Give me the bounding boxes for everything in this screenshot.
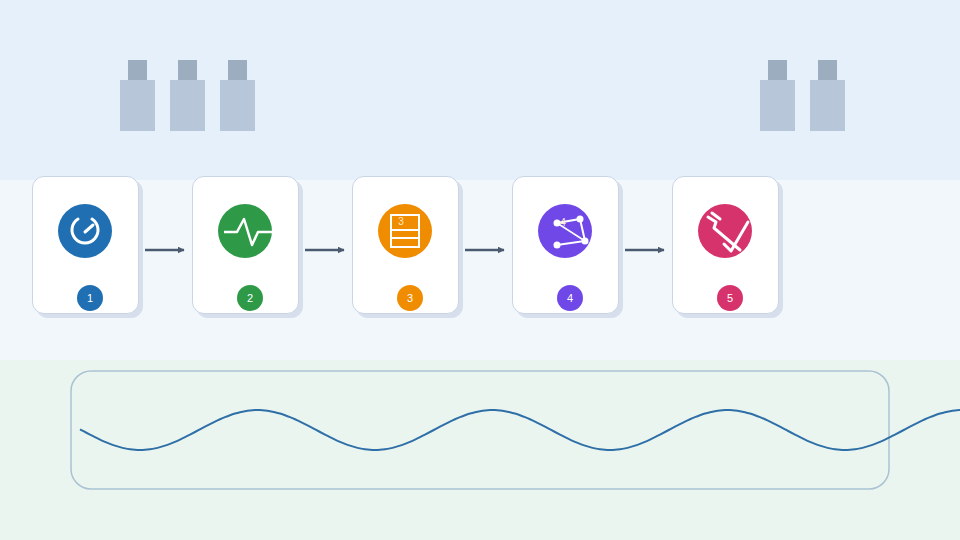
- flow-arrow: [625, 249, 664, 252]
- bottle-group: [120, 60, 845, 131]
- bottle-cap: [128, 60, 147, 81]
- bottle-body: [760, 80, 795, 131]
- process-card: 1: [32, 176, 139, 314]
- tools-icon: [698, 204, 752, 258]
- bottom-band: [0, 360, 960, 540]
- pulse-icon: [218, 204, 273, 258]
- graph-icon: [538, 204, 592, 258]
- number-badge: 5: [717, 285, 743, 311]
- bottle-cap: [818, 60, 837, 81]
- gauge-icon: [58, 204, 112, 258]
- bottle-body: [170, 80, 205, 131]
- bottle-cap: [768, 60, 787, 81]
- bottle-cap: [228, 60, 247, 81]
- flow-arrow: [145, 249, 184, 252]
- bottle-body: [810, 80, 845, 131]
- bottle-body: [120, 80, 155, 131]
- step-number: 5: [727, 293, 733, 304]
- bottle-body: [220, 80, 255, 131]
- number-badge: 1: [77, 285, 103, 311]
- process-card: 5: [672, 176, 779, 314]
- number-badge: 3: [397, 285, 423, 311]
- flow-arrow: [305, 249, 344, 252]
- number-badge: 2: [237, 285, 263, 311]
- document-icon: [378, 204, 432, 258]
- icon-digit: 4: [560, 218, 566, 228]
- number-badge: 4: [557, 285, 583, 311]
- icon-digit-holder: 4: [555, 216, 571, 230]
- wave-panel: [71, 371, 889, 489]
- step-number: 1: [87, 293, 93, 304]
- process-card: 33: [352, 176, 459, 314]
- icon-digit-holder: 3: [393, 215, 409, 229]
- bottle-cap: [178, 60, 197, 81]
- step-number: 3: [407, 293, 413, 304]
- icon-digit: 3: [398, 217, 404, 227]
- process-card: 44: [512, 176, 619, 314]
- process-card: 2: [192, 176, 299, 314]
- step-number: 4: [567, 293, 573, 304]
- flow-arrow: [465, 249, 504, 252]
- middle-band: [0, 180, 960, 360]
- step-number: 2: [247, 293, 253, 304]
- wave-line: [80, 410, 960, 450]
- top-band: [0, 0, 960, 180]
